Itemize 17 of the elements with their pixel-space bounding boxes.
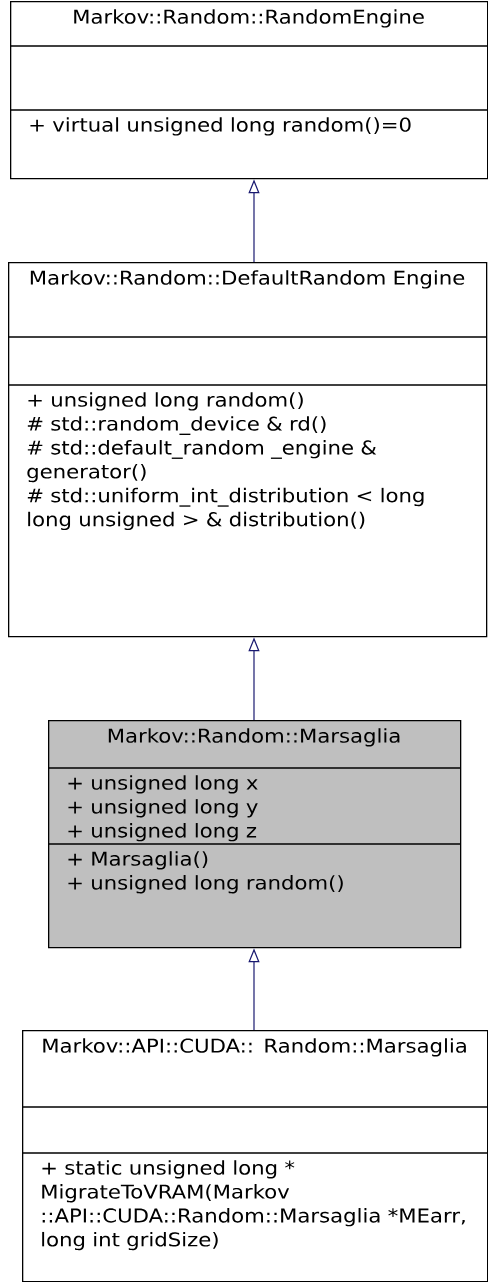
member-list: + virtual unsigned long random()=0 xyxy=(30,117,411,136)
class-name: Markov::Random::Marsaglia xyxy=(108,728,400,747)
class-box xyxy=(7,262,488,638)
node-label: # std::random_device & rd() xyxy=(27,416,326,435)
class-box xyxy=(47,720,462,949)
node-label: # std::default_random _engine & generator() xyxy=(27,440,377,483)
node-label: + unsigned long random() xyxy=(28,392,303,411)
node-label: # std::uniform_int_distribution < long long unsigned > & distribution() xyxy=(27,487,424,531)
class-name: Markov::Random::DefaultRandom Engine xyxy=(30,270,465,289)
member-list: + unsigned long random() # std::random_device & rd() # std::default_random _engine & generator() # std::uniform_int_distribution < long long unsigned > & distribution() xyxy=(27,392,424,531)
member-list: + static unsigned long * MigrateToVRAM(Markov ::API::CUDA::Random::Marsaglia *MEarr, long int gridSize) xyxy=(42,1160,465,1251)
class-box xyxy=(21,1030,488,1282)
class-name: Markov::Random::RandomEngine xyxy=(74,9,424,28)
class-box xyxy=(9,1,488,180)
member-list: + unsigned long x + unsigned long y + unsigned long z xyxy=(68,775,258,842)
member-list: + Marsaglia() + unsigned long random() xyxy=(68,851,343,894)
class-name: Markov::API::CUDA:: Random::Marsaglia xyxy=(43,1038,466,1057)
